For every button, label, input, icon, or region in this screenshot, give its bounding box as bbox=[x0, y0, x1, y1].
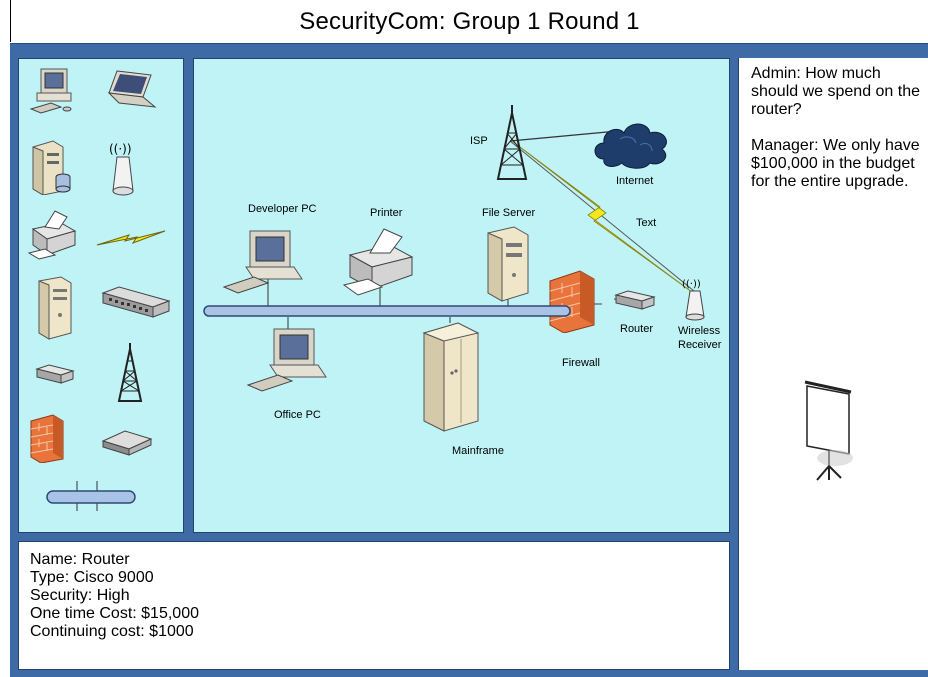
firewall-label: Firewall bbox=[562, 357, 600, 369]
file-server-label: File Server bbox=[482, 207, 536, 219]
desktop-pc-icon[interactable] bbox=[27, 65, 83, 117]
device-info-panel: Name: Router Type: Cisco 9000 Security: … bbox=[18, 541, 730, 670]
chat-message-manager: Manager: We only have $100,000 in the bu… bbox=[751, 137, 920, 190]
printer-icon[interactable] bbox=[25, 209, 81, 261]
developer-pc-label: Developer PC bbox=[248, 203, 317, 215]
mainframe-label: Mainframe bbox=[452, 445, 504, 457]
device-security: Security: High bbox=[30, 587, 130, 604]
firewall-device-icon[interactable] bbox=[546, 269, 598, 333]
lightning-link-icon[interactable] bbox=[95, 227, 167, 251]
modem-icon[interactable] bbox=[99, 427, 157, 459]
chat-panel: Admin: How much should we spend on the r… bbox=[738, 58, 928, 670]
projector-screen-icon[interactable] bbox=[799, 378, 859, 482]
file-server-icon[interactable] bbox=[33, 275, 77, 341]
device-palette: ((·)) bbox=[18, 58, 184, 533]
isp-label: ISP bbox=[470, 135, 488, 147]
chat-message-admin: Admin: How much should we spend on the r… bbox=[751, 65, 921, 118]
text-link-label: Text bbox=[636, 217, 657, 229]
device-name: Name: Router bbox=[30, 551, 130, 568]
internet-cloud-icon[interactable] bbox=[590, 115, 674, 171]
device-one-time-cost: One time Cost: $15,000 bbox=[30, 605, 199, 622]
laptop-icon[interactable] bbox=[99, 67, 161, 115]
network-bus[interactable] bbox=[202, 303, 574, 319]
wireless-receiver-label-2: Receiver bbox=[678, 339, 722, 351]
svg-text:((·)): ((·)) bbox=[109, 142, 132, 156]
svg-text:((·)): ((·)) bbox=[682, 279, 701, 290]
isp-tower-icon[interactable] bbox=[494, 103, 530, 183]
internet-label: Internet bbox=[616, 175, 654, 187]
office-pc-label: Office PC bbox=[274, 409, 321, 421]
page-title: SecurityCom: Group 1 Round 1 bbox=[299, 8, 640, 35]
device-type: Type: Cisco 9000 bbox=[30, 569, 154, 586]
bus-line-icon[interactable] bbox=[43, 479, 139, 515]
mainframe-icon[interactable] bbox=[416, 321, 486, 433]
device-continuing-cost: Continuing cost: $1000 bbox=[30, 623, 194, 640]
file-server-device-icon[interactable] bbox=[482, 225, 534, 303]
office-pc-icon[interactable] bbox=[244, 323, 330, 395]
radio-tower-icon[interactable] bbox=[115, 341, 145, 403]
switch-icon[interactable] bbox=[99, 283, 173, 323]
wireless-antenna-icon[interactable]: ((·)) bbox=[103, 139, 143, 199]
printer-label: Printer bbox=[370, 207, 403, 219]
wireless-receiver-label-1: Wireless bbox=[678, 325, 721, 337]
firewall-icon[interactable] bbox=[27, 413, 67, 463]
router-label: Router bbox=[620, 323, 654, 335]
router-icon[interactable] bbox=[33, 359, 77, 389]
printer-device-icon[interactable] bbox=[340, 225, 420, 297]
router-device-icon[interactable] bbox=[612, 287, 658, 313]
title-bar: SecurityCom: Group 1 Round 1 bbox=[10, 0, 928, 42]
developer-pc-icon[interactable] bbox=[220, 225, 306, 297]
network-canvas[interactable]: ISP Internet Text Developer PC Printer F… bbox=[193, 58, 730, 533]
server-database-icon[interactable] bbox=[27, 139, 77, 195]
wireless-receiver-icon[interactable]: ((·)) bbox=[680, 275, 710, 325]
